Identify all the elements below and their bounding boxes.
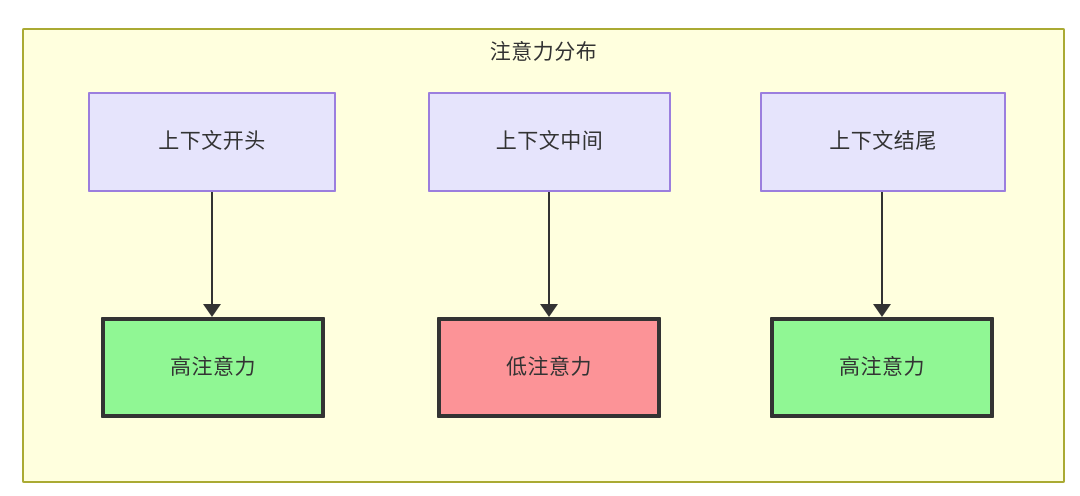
edge-context-end-line xyxy=(881,192,883,305)
diagram-title: 注意力分布 xyxy=(489,41,598,64)
node-context-start[interactable]: 上下文开头 xyxy=(88,92,336,192)
node-context-middle[interactable]: 上下文中间 xyxy=(428,92,671,192)
node-context-end-label: 上下文结尾 xyxy=(829,130,937,154)
node-attention-high-start-label: 高注意力 xyxy=(170,355,256,379)
edge-context-middle-line xyxy=(548,192,550,305)
edge-context-start-arrowhead xyxy=(203,304,221,317)
node-attention-high-end[interactable]: 高注意力 xyxy=(770,317,994,418)
node-attention-high-end-label: 高注意力 xyxy=(839,355,925,379)
edge-context-middle-arrowhead xyxy=(540,304,558,317)
edge-context-end-arrowhead xyxy=(873,304,891,317)
node-attention-low-middle[interactable]: 低注意力 xyxy=(437,317,661,418)
node-attention-low-middle-label: 低注意力 xyxy=(506,355,592,379)
node-attention-high-start[interactable]: 高注意力 xyxy=(101,317,325,418)
node-context-end[interactable]: 上下文结尾 xyxy=(760,92,1006,192)
edge-context-start-line xyxy=(211,192,213,305)
node-context-middle-label: 上下文中间 xyxy=(495,130,604,154)
node-context-start-label: 上下文开头 xyxy=(158,130,266,154)
